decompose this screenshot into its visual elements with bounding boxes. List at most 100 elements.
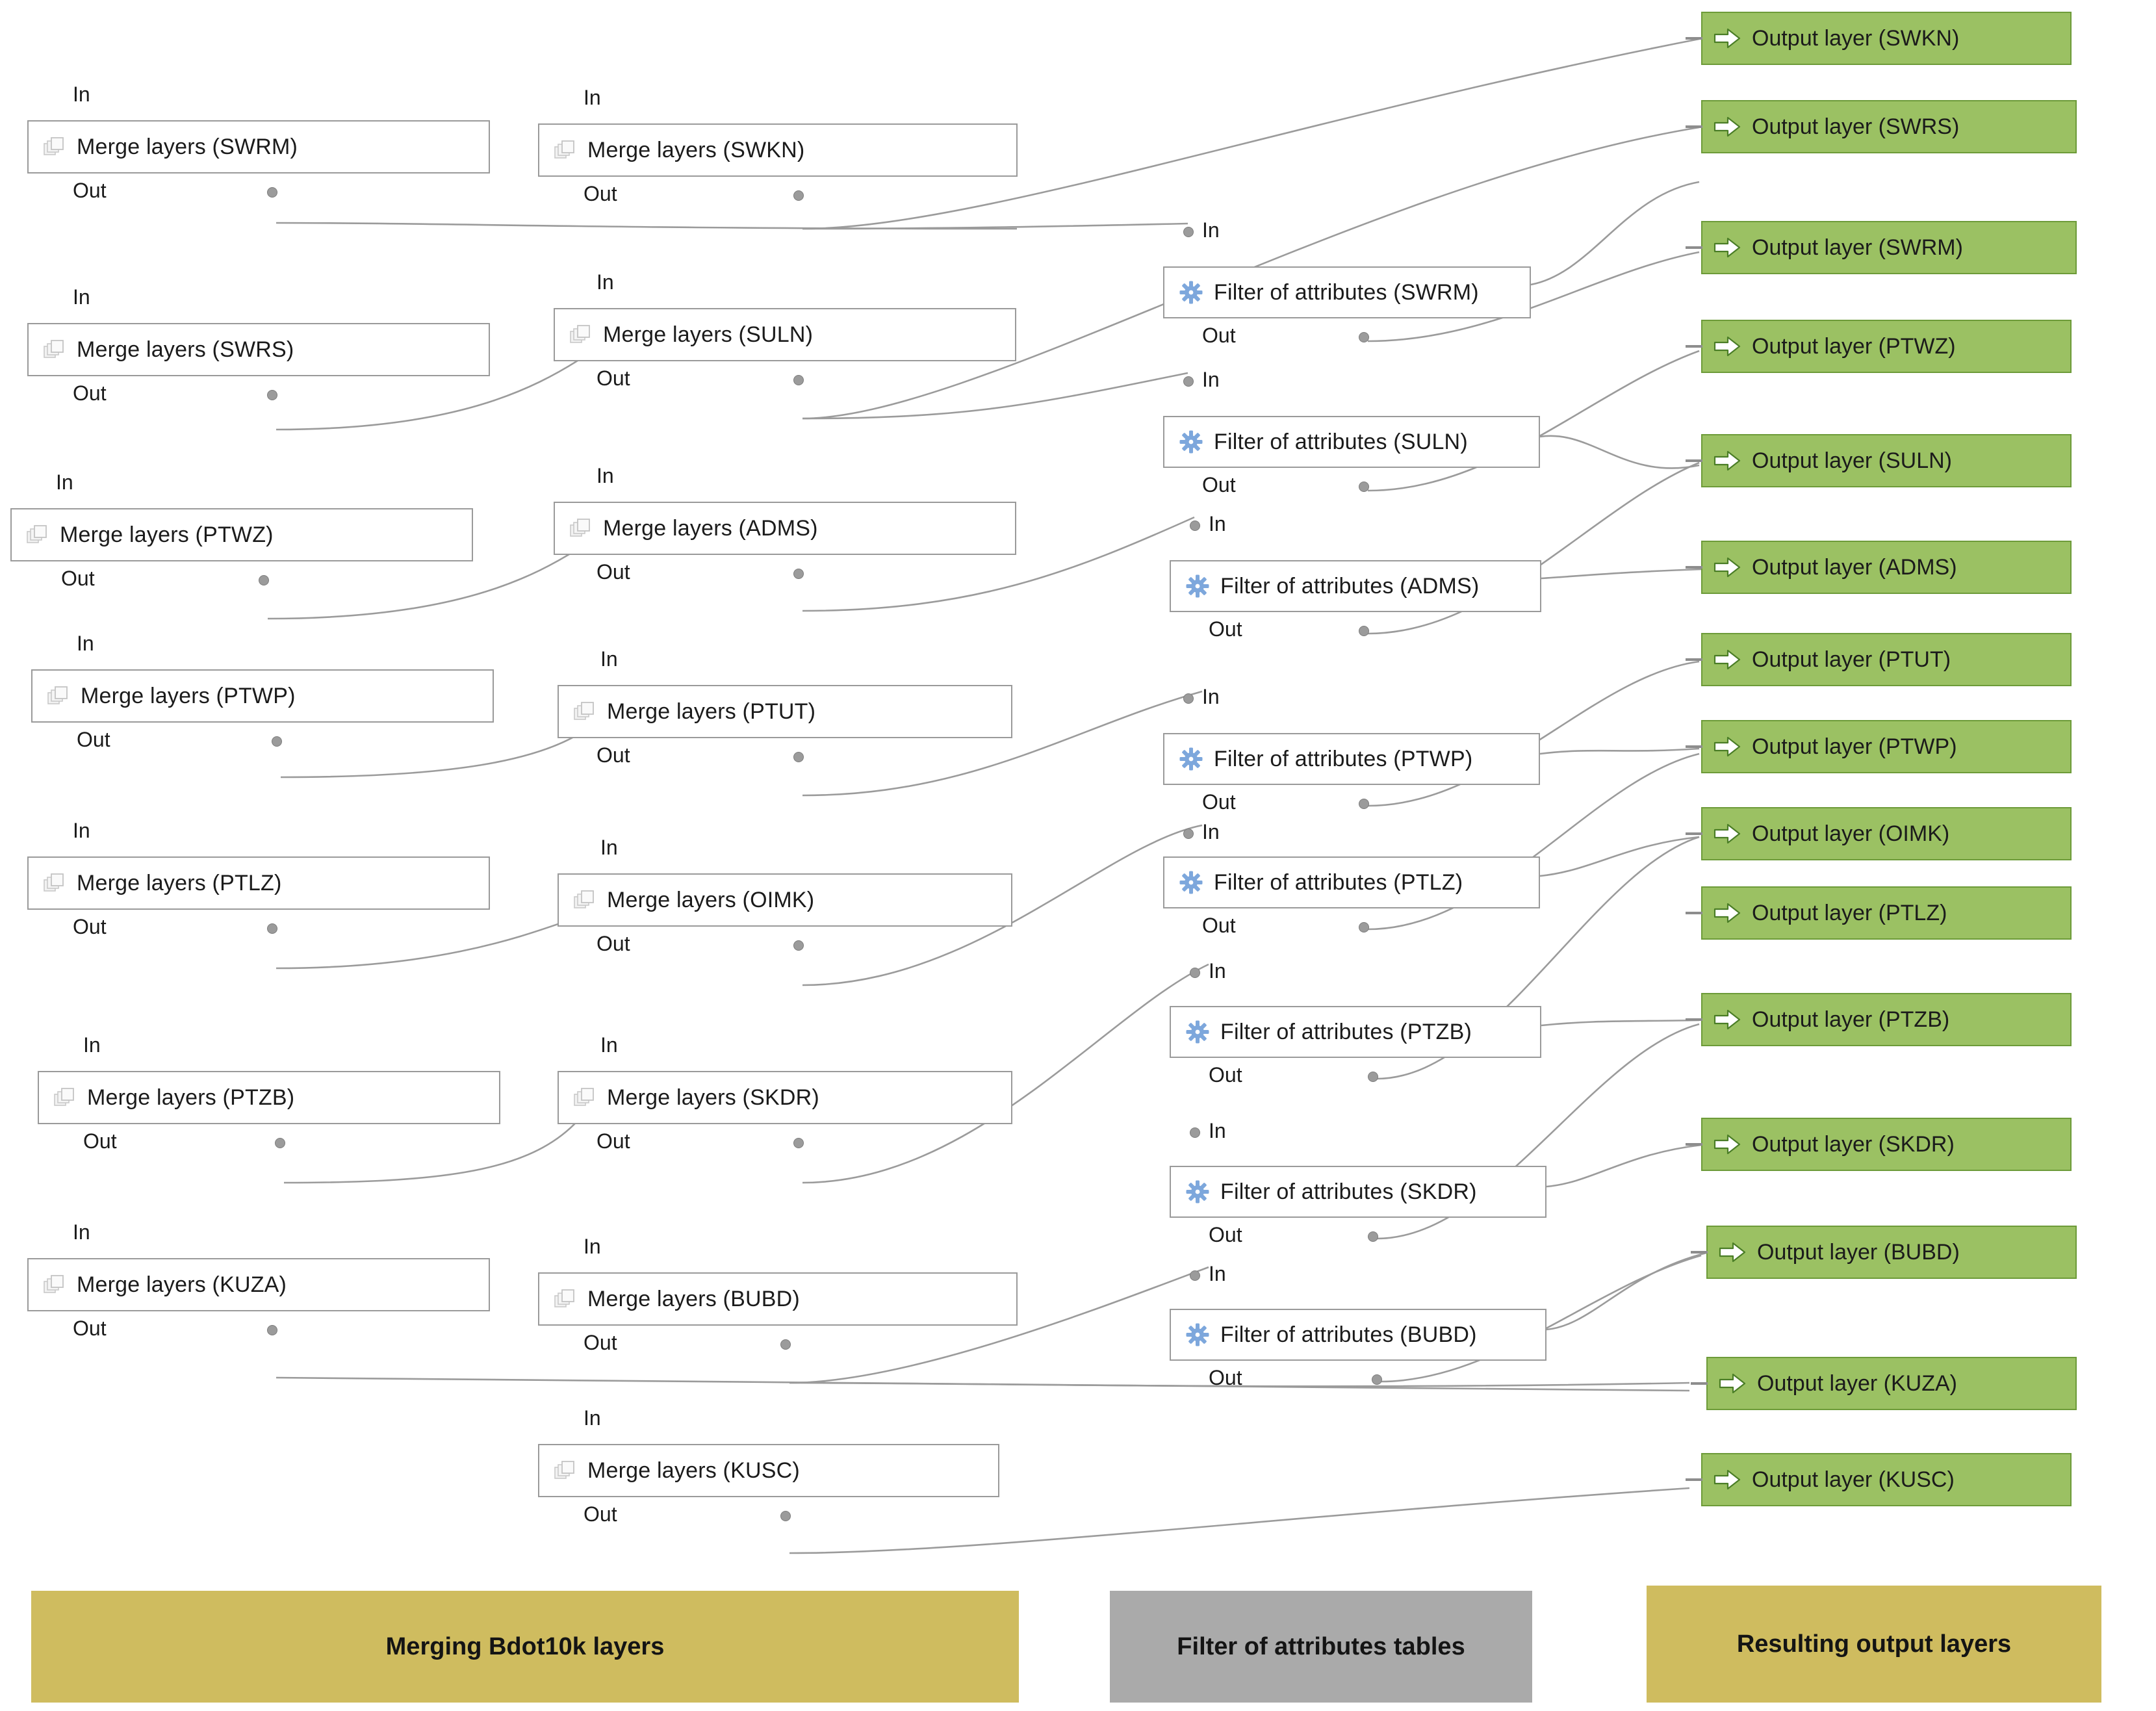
legend-group-3[interactable]: Resulting output layers [1647, 1586, 2101, 1703]
output-layer-node-label: Output layer (PTWP) [1752, 734, 1957, 759]
port-out-dot[interactable] [793, 569, 804, 579]
filter-of-attributes-node[interactable]: Filter of attributes (PTWP) [1163, 733, 1540, 785]
port-in-label: In [1209, 959, 1226, 983]
output-layer-node[interactable]: Output layer (BUBD) [1691, 1226, 2077, 1279]
port-in-dot[interactable] [1190, 521, 1200, 531]
output-layer-node[interactable]: Output layer (SWKN) [1686, 12, 2072, 65]
output-layer-arrow-icon [1713, 1008, 1741, 1031]
filter-of-attributes-node-label: Filter of attributes (SKDR) [1220, 1179, 1477, 1204]
output-layer-node-label: Output layer (PTZB) [1752, 1007, 1950, 1032]
port-out-dot[interactable] [1372, 1374, 1382, 1385]
port-out-dot[interactable] [793, 752, 804, 762]
filter-attributes-icon [1179, 747, 1203, 771]
port-out-label: Out [73, 179, 107, 202]
port-out-dot[interactable] [267, 187, 277, 198]
filter-of-attributes-node[interactable]: Filter of attributes (SWRM) [1163, 266, 1531, 318]
output-layer-arrow-icon [1713, 449, 1741, 472]
output-connector-stub [1686, 125, 1702, 128]
port-in-dot[interactable] [1183, 376, 1194, 387]
merge-layers-node[interactable]: Merge layers (SULN) [554, 308, 1016, 361]
port-out-dot[interactable] [267, 1325, 277, 1335]
merge-layers-node[interactable]: Merge layers (SWRS) [27, 323, 490, 376]
output-layer-node[interactable]: Output layer (ADMS) [1686, 541, 2072, 594]
filter-of-attributes-node[interactable]: Filter of attributes (BUBD) [1170, 1309, 1546, 1361]
port-out-label: Out [597, 743, 630, 767]
merge-layers-node[interactable]: Merge layers (PTLZ) [27, 856, 490, 910]
port-in-dot[interactable] [1183, 829, 1194, 839]
port-in-dot[interactable] [1190, 1270, 1200, 1281]
output-layer-node[interactable]: Output layer (SULN) [1686, 434, 2072, 487]
port-out-dot[interactable] [1359, 922, 1369, 933]
output-connector-stub [1686, 1478, 1702, 1481]
filter-of-attributes-node[interactable]: Filter of attributes (SKDR) [1170, 1166, 1546, 1218]
merge-layers-node[interactable]: Merge layers (OIMK) [558, 873, 1012, 927]
merge-layers-icon [573, 1086, 597, 1109]
port-out-dot[interactable] [1359, 482, 1369, 492]
port-out-dot[interactable] [1359, 799, 1369, 809]
port-out-dot[interactable] [267, 390, 277, 400]
output-connector-stub [1686, 345, 1702, 348]
port-out-dot[interactable] [780, 1511, 791, 1521]
legend-group-2[interactable]: Filter of attributes tables [1110, 1591, 1532, 1703]
port-in-dot[interactable] [1183, 227, 1194, 237]
output-layer-node[interactable]: Output layer (KUZA) [1691, 1357, 2077, 1410]
output-connector-stub [1686, 1018, 1702, 1021]
output-connector-stub [1686, 37, 1702, 40]
port-out-dot[interactable] [793, 940, 804, 951]
legend-group-1[interactable]: Merging Bdot10k layers [31, 1591, 1019, 1703]
merge-layers-node[interactable]: Merge layers (PTUT) [558, 685, 1012, 738]
output-layer-node[interactable]: Output layer (PTZB) [1686, 993, 2072, 1046]
port-out-dot[interactable] [1368, 1231, 1378, 1242]
port-out-dot[interactable] [1359, 332, 1369, 342]
port-in-label: In [600, 836, 618, 859]
legend-group-label: Filter of attributes tables [1177, 1632, 1465, 1660]
merge-layers-node[interactable]: Merge layers (SWRM) [27, 120, 490, 174]
merge-layers-node[interactable]: Merge layers (PTWZ) [10, 508, 473, 561]
port-out-dot[interactable] [793, 1138, 804, 1148]
output-layer-node-label: Output layer (SWRS) [1752, 114, 1960, 139]
filter-of-attributes-node[interactable]: Filter of attributes (ADMS) [1170, 560, 1541, 612]
port-out-dot[interactable] [267, 923, 277, 934]
output-layer-node[interactable]: Output layer (OIMK) [1686, 807, 2072, 860]
port-out-dot[interactable] [272, 736, 282, 747]
merge-layers-icon [573, 700, 597, 723]
merge-layers-node[interactable]: Merge layers (SKDR) [558, 1071, 1012, 1124]
filter-of-attributes-node[interactable]: Filter of attributes (PTLZ) [1163, 856, 1540, 908]
merge-layers-node[interactable]: Merge layers (SWKN) [538, 123, 1018, 177]
merge-layers-node[interactable]: Merge layers (ADMS) [554, 502, 1016, 555]
output-layer-node[interactable]: Output layer (PTWZ) [1686, 320, 2072, 373]
output-layer-node[interactable]: Output layer (PTWP) [1686, 720, 2072, 773]
merge-layers-node[interactable]: Merge layers (KUZA) [27, 1258, 490, 1311]
output-layer-node[interactable]: Output layer (SWRS) [1686, 100, 2077, 153]
port-out-dot[interactable] [793, 375, 804, 385]
output-connector-stub [1686, 459, 1702, 462]
port-out-dot[interactable] [275, 1138, 285, 1148]
port-in-dot[interactable] [1190, 968, 1200, 978]
merge-layers-node[interactable]: Merge layers (PTWP) [31, 669, 494, 723]
output-connector-stub [1686, 566, 1702, 569]
filter-of-attributes-node[interactable]: Filter of attributes (SULN) [1163, 416, 1540, 468]
output-layer-node-label: Output layer (SWKN) [1752, 25, 1960, 51]
port-in-label: In [600, 1033, 618, 1057]
port-out-dot[interactable] [793, 190, 804, 201]
output-connector-stub [1691, 1251, 1708, 1254]
port-in-dot[interactable] [1183, 693, 1194, 704]
merge-layers-node[interactable]: Merge layers (PTZB) [38, 1071, 500, 1124]
port-out-dot[interactable] [259, 575, 269, 585]
output-layer-node[interactable]: Output layer (SKDR) [1686, 1118, 2072, 1171]
merge-layers-node[interactable]: Merge layers (BUBD) [538, 1272, 1018, 1326]
output-layer-node[interactable]: Output layer (SWRM) [1686, 221, 2077, 274]
output-layer-arrow-icon [1713, 335, 1741, 358]
port-in-label: In [83, 1033, 101, 1057]
output-layer-node[interactable]: Output layer (KUSC) [1686, 1453, 2072, 1506]
merge-layers-icon [43, 135, 66, 159]
port-out-label: Out [77, 728, 110, 751]
output-layer-node[interactable]: Output layer (PTUT) [1686, 633, 2072, 686]
merge-layers-node[interactable]: Merge layers (KUSC) [538, 1444, 999, 1497]
port-in-dot[interactable] [1190, 1127, 1200, 1138]
port-out-dot[interactable] [1368, 1072, 1378, 1082]
output-layer-node[interactable]: Output layer (PTLZ) [1686, 886, 2072, 940]
filter-of-attributes-node[interactable]: Filter of attributes (PTZB) [1170, 1006, 1541, 1058]
port-out-dot[interactable] [780, 1339, 791, 1350]
port-out-dot[interactable] [1359, 626, 1369, 636]
